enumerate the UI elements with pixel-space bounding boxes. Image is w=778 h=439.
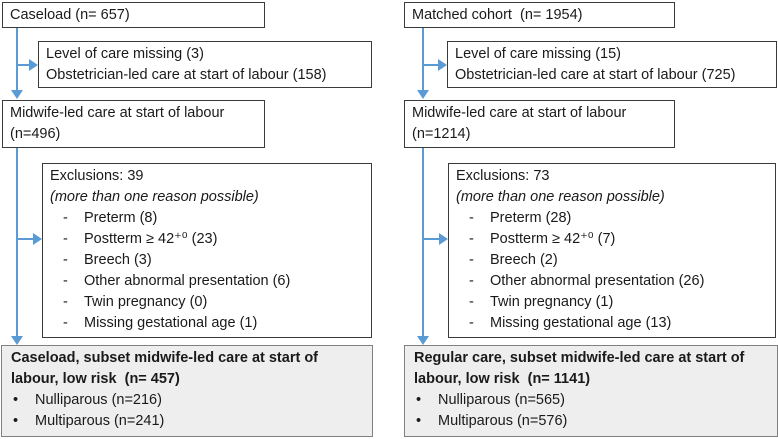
exclusion-item-label: Missing gestational age (1) — [84, 315, 258, 331]
bullet-marker: • — [416, 392, 422, 408]
bullet-item-label: Multiparous (n=241) — [35, 413, 165, 429]
caseload-excluded-care-box: Level of care missing (3) Obstetrician-l… — [38, 41, 372, 88]
dash-marker: - — [469, 315, 474, 331]
exclusion-item-label: Preterm (28) — [490, 210, 572, 226]
exclusion-item: - Preterm (8) — [50, 208, 364, 229]
arrowhead-down-icon — [10, 336, 23, 345]
flow-line-branch — [421, 63, 439, 67]
box-text-line: Midwife-led care at start of labour — [10, 105, 225, 121]
box-text-line: Level of care missing (15) — [455, 46, 622, 62]
dash-marker: - — [63, 273, 68, 289]
dash-marker: - — [63, 210, 68, 226]
dash-marker: - — [469, 231, 474, 247]
flow-line-vertical — [421, 28, 424, 90]
flow-line-vertical — [421, 148, 424, 336]
bullet-item: • Multiparous (n=576) — [414, 411, 768, 432]
dash-marker: - — [469, 252, 474, 268]
exclusion-item-label: Missing gestational age (13) — [490, 315, 672, 331]
flow-line-branch — [421, 237, 440, 241]
dash-marker: - — [63, 294, 68, 310]
caseload-midwife-led-box: Midwife-led care at start of labour (n=4… — [2, 100, 265, 148]
box-text-line: (n=496) — [10, 126, 61, 142]
bullet-item: • Nulliparous (n=216) — [11, 390, 363, 411]
arrowhead-down-icon — [416, 90, 429, 99]
exclusion-item-label: Postterm ≥ 42⁺⁰ (23) — [84, 231, 218, 247]
exclusion-item: - Twin pregnancy (0) — [50, 292, 364, 313]
bullet-item-label: Multiparous (n=576) — [438, 413, 568, 429]
caseload-total-box: Caseload (n= 657) — [2, 2, 265, 28]
bullet-item-label: Nulliparous (n=565) — [438, 392, 565, 408]
exclusion-item-label: Postterm ≥ 42⁺⁰ (7) — [490, 231, 616, 247]
exclusion-item-label: Twin pregnancy (0) — [84, 294, 208, 310]
exclusion-item-label: Other abnormal presentation (26) — [490, 273, 705, 289]
bullet-item-label: Nulliparous (n=216) — [35, 392, 162, 408]
exclusion-item-label: Breech (2) — [490, 252, 558, 268]
box-text-line: Obstetrician-led care at start of labour… — [455, 67, 736, 83]
exclusion-item-label: Preterm (8) — [84, 210, 158, 226]
matched-excluded-care-box: Level of care missing (15) Obstetrician-… — [447, 41, 777, 88]
exclusion-item: - Postterm ≥ 42⁺⁰ (7) — [456, 229, 768, 250]
exclusion-item: - Breech (3) — [50, 250, 364, 271]
flow-line-vertical — [15, 28, 18, 90]
bullet-item: • Multiparous (n=241) — [11, 411, 363, 432]
caseload-final-box: Caseload, subset midwife-led care at sta… — [1, 345, 373, 437]
final-title-line: Caseload, subset midwife-led care at sta… — [11, 350, 319, 366]
arrowhead-down-icon — [10, 90, 23, 99]
exclusion-item: - Other abnormal presentation (26) — [456, 271, 768, 292]
exclusion-item: - Missing gestational age (1) — [50, 313, 364, 334]
exclusion-item-label: Breech (3) — [84, 252, 152, 268]
arrowhead-right-icon — [438, 59, 447, 71]
dash-marker: - — [469, 294, 474, 310]
box-text-line: Midwife-led care at start of labour — [412, 105, 627, 121]
final-title-line: labour, low risk (n= 1141) — [414, 371, 591, 387]
exclusions-header: Exclusions: 73 — [456, 168, 550, 184]
exclusion-item: - Breech (2) — [456, 250, 768, 271]
box-text-line: Level of care missing (3) — [46, 46, 204, 62]
final-title-line: labour, low risk (n= 457) — [11, 371, 180, 387]
matched-total-box: Matched cohort (n= 1954) — [404, 2, 675, 28]
exclusion-item-label: Other abnormal presentation (6) — [84, 273, 291, 289]
arrowhead-down-icon — [416, 336, 429, 345]
matched-final-box: Regular care, subset midwife-led care at… — [404, 345, 778, 437]
box-text-line: Obstetrician-led care at start of labour… — [46, 67, 327, 83]
flow-line-branch — [15, 237, 34, 241]
arrowhead-right-icon — [33, 233, 42, 245]
box-text-line: Caseload (n= 657) — [10, 7, 130, 23]
exclusion-item-label: Twin pregnancy (1) — [490, 294, 614, 310]
matched-exclusions-box: Exclusions: 73 (more than one reason pos… — [448, 163, 776, 338]
exclusion-item: - Preterm (28) — [456, 208, 768, 229]
flow-line-vertical — [15, 148, 18, 336]
bullet-item: • Nulliparous (n=565) — [414, 390, 768, 411]
exclusion-item: - Other abnormal presentation (6) — [50, 271, 364, 292]
exclusions-header: Exclusions: 39 — [50, 168, 144, 184]
bullet-marker: • — [416, 413, 422, 429]
exclusion-item: - Twin pregnancy (1) — [456, 292, 768, 313]
box-text-line: Matched cohort (n= 1954) — [412, 7, 583, 23]
exclusions-note: (more than one reason possible) — [50, 189, 259, 205]
dash-marker: - — [63, 231, 68, 247]
box-text-line: (n=1214) — [412, 126, 471, 142]
flow-line-branch — [15, 63, 30, 67]
exclusion-item: - Postterm ≥ 42⁺⁰ (23) — [50, 229, 364, 250]
dash-marker: - — [63, 315, 68, 331]
matched-midwife-led-box: Midwife-led care at start of labour (n=1… — [404, 100, 675, 148]
arrowhead-right-icon — [439, 233, 448, 245]
dash-marker: - — [63, 252, 68, 268]
bullet-marker: • — [13, 413, 19, 429]
arrowhead-right-icon — [29, 59, 38, 71]
caseload-exclusions-box: Exclusions: 39 (more than one reason pos… — [42, 163, 372, 338]
dash-marker: - — [469, 210, 474, 226]
bullet-marker: • — [13, 392, 19, 408]
exclusions-note: (more than one reason possible) — [456, 189, 665, 205]
final-title-line: Regular care, subset midwife-led care at… — [414, 350, 745, 366]
dash-marker: - — [469, 273, 474, 289]
exclusion-item: - Missing gestational age (13) — [456, 313, 768, 334]
